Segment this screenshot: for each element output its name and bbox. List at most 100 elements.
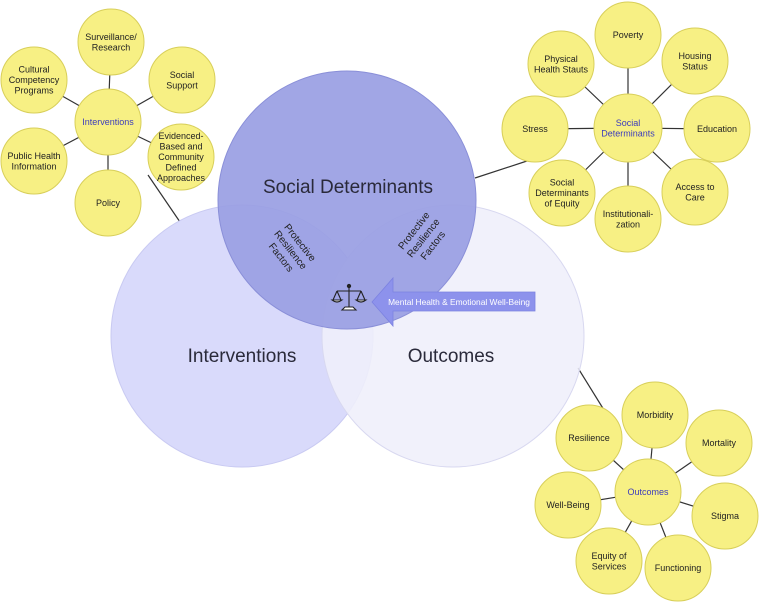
outcomes-hub-label-1: Outcomes (627, 487, 669, 497)
well-being-node-circle (534, 471, 602, 539)
outcomes-hub: Outcomes (614, 458, 682, 526)
functioning-node-circle (644, 534, 712, 602)
evidenced-based-and-community-defined-approaches-label-2: Based and (159, 142, 202, 152)
cultural-competency-programs-label-1: Cultural (18, 65, 49, 75)
social-support-node-circle (148, 46, 216, 114)
institutionali-zation-node: Institutionali-zation (594, 185, 662, 253)
functioning-label-1: Functioning (655, 563, 702, 573)
access-to-care-label-1: Access to (675, 182, 714, 192)
resilience-label-1: Resilience (568, 433, 610, 443)
policy-node-circle (74, 169, 142, 237)
scales-of-justice-icon (330, 283, 368, 311)
physical-health-stauts-label-2: Health Stauts (534, 64, 589, 74)
policy-label-1: Policy (96, 198, 121, 208)
social-support-label-2: Support (166, 80, 198, 90)
interventions-hub: Interventions (74, 88, 142, 156)
stigma-label-1: Stigma (711, 511, 739, 521)
poverty-node-circle (594, 1, 662, 69)
public-health-information-label-2: Information (11, 161, 56, 171)
social-support-label-1: Social (170, 70, 195, 80)
social-determinants-of-equity-label-3: of Equity (544, 199, 580, 209)
cultural-competency-programs-label-3: Programs (14, 86, 54, 96)
morbidity-label-1: Morbidity (637, 410, 674, 420)
stress-node-circle (501, 95, 569, 163)
physical-health-stauts-node-circle (527, 30, 595, 98)
outcomes-hub-circle (614, 458, 682, 526)
education-label-1: Education (697, 124, 737, 134)
morbidity-node: Morbidity (621, 381, 689, 449)
institutionali-zation-label-2: zation (616, 219, 640, 229)
mental-health-arrow-label: Mental Health & Emotional Well-Being (388, 297, 530, 307)
evidenced-based-and-community-defined-approaches-label-3: Community (158, 152, 204, 162)
housing-status-label-1: Housing (678, 51, 711, 61)
evidenced-based-and-community-defined-approaches-label-4: Defined (165, 163, 196, 173)
surveillance-research-node: Surveillance/Research (77, 8, 145, 76)
social-determinants-of-equity-label-1: Social (550, 178, 575, 188)
social-determinants-hub-circle (593, 93, 663, 163)
poverty-node: Poverty (594, 1, 662, 69)
social-determinants-circle (217, 70, 477, 330)
poverty-label-1: Poverty (613, 30, 644, 40)
interventions-connector (147, 174, 181, 223)
social-determinants-of-equity-label-2: Determinants (535, 188, 589, 198)
public-health-information-node-circle (0, 127, 68, 195)
interventions-title: Interventions (188, 346, 297, 367)
institutionali-zation-label-1: Institutionali- (603, 209, 654, 219)
policy-node: Policy (74, 169, 142, 237)
evidenced-based-and-community-defined-approaches-label-1: Evidenced- (158, 131, 203, 141)
well-being-label-1: Well-Being (546, 500, 589, 510)
social-determinants-of-equity-node-circle (528, 159, 596, 227)
stress-label-1: Stress (522, 124, 548, 134)
mortality-node: Mortality (685, 409, 753, 477)
interventions-cluster: Surveillance/ResearchSocialSupportEviden… (0, 8, 216, 237)
cultural-competency-programs-label-2: Competency (9, 75, 60, 85)
outcomes-connector (577, 367, 605, 411)
mortality-node-circle (685, 409, 753, 477)
surveillance-research-label-2: Research (92, 42, 131, 52)
stress-node: Stress (501, 95, 569, 163)
resilience-node-circle (555, 404, 623, 472)
equity-of-services-label-1: Equity of (591, 551, 627, 561)
social-determinants-connector (474, 159, 531, 179)
surveillance-research-node-circle (77, 8, 145, 76)
cultural-competency-programs-node-circle (0, 46, 68, 114)
social-determinants-hub-label-2: Determinants (601, 128, 655, 138)
education-node-circle (683, 95, 751, 163)
social-determinants-hub-label-1: Social (616, 118, 641, 128)
interventions-hub-label-1: Interventions (82, 117, 134, 127)
access-to-care-label-2: Care (685, 192, 705, 202)
public-health-information-label-1: Public Health (7, 151, 60, 161)
stigma-node: Stigma (691, 482, 759, 550)
evidenced-based-and-community-defined-approaches-label-5: Approaches (157, 173, 206, 183)
housing-status-node-circle (661, 27, 729, 95)
equity-of-services-node-circle (575, 527, 643, 595)
education-node: Education (683, 95, 751, 163)
access-to-care-node-circle (661, 158, 729, 226)
institutionali-zation-node-circle (594, 185, 662, 253)
interventions-hub-circle (74, 88, 142, 156)
morbidity-node-circle (621, 381, 689, 449)
evidenced-based-and-community-defined-approaches-node: Evidenced-Based andCommunityDefinedAppro… (147, 123, 215, 191)
well-being-node: Well-Being (534, 471, 602, 539)
resilience-node: Resilience (555, 404, 623, 472)
housing-status-label-2: Status (682, 61, 708, 71)
mortality-label-1: Mortality (702, 438, 737, 448)
stigma-node-circle (691, 482, 759, 550)
evidenced-based-and-community-defined-approaches-node-circle (147, 123, 215, 191)
mental-health-arrow (371, 276, 536, 328)
equity-of-services-label-2: Services (592, 561, 627, 571)
functioning-node: Functioning (644, 534, 712, 602)
surveillance-research-label-1: Surveillance/ (85, 32, 137, 42)
